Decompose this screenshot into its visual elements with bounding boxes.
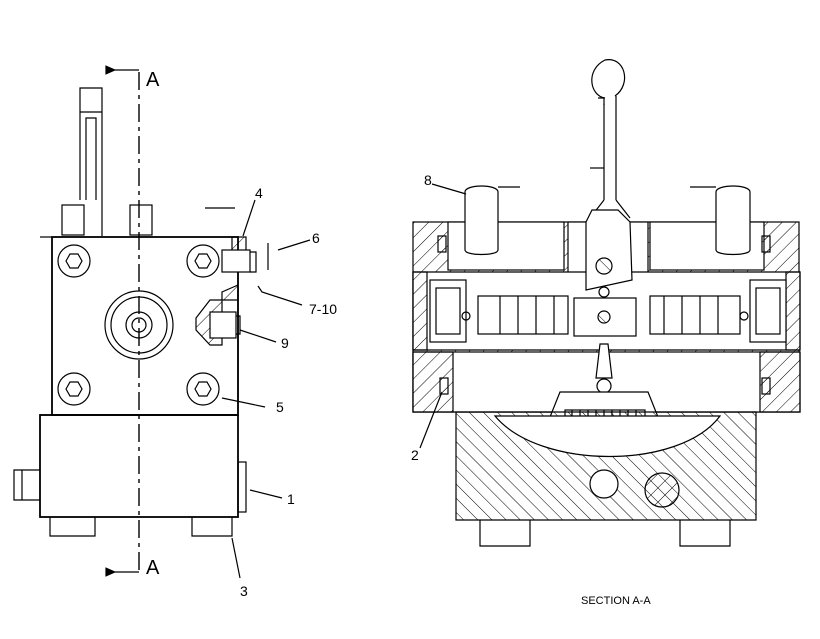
callout-label: 2 (411, 447, 419, 463)
bolt (57, 372, 91, 406)
callout-label: 3 (240, 583, 248, 599)
section-marker-top: A (146, 69, 160, 91)
section-marker-bottom: A (146, 557, 160, 579)
spool-assembly (429, 279, 787, 343)
section-lower-body (455, 411, 757, 547)
leader-lines-left (221, 199, 311, 579)
lever-pivot (585, 209, 633, 298)
lever-handle (61, 87, 235, 236)
section-caption: SECTION A-A (581, 595, 651, 607)
left-elevation-view: A A 4 6 7-10 9 5 1 3 (13, 65, 337, 599)
callout-label: 9 (281, 335, 289, 351)
callout-label: 5 (276, 399, 284, 415)
o-ring-seals (437, 235, 771, 395)
callout-label: 6 (312, 230, 320, 246)
leader-line (431, 183, 467, 195)
side-fittings (195, 236, 269, 415)
bolt (186, 372, 220, 406)
bolt-heads (57, 244, 220, 406)
callout-label: 1 (287, 491, 295, 507)
callout-label: 7-10 (309, 301, 337, 317)
callout-label: 8 (424, 172, 432, 188)
plunger-caps (464, 185, 751, 256)
leader-line (419, 391, 443, 449)
callout-label: 4 (255, 185, 263, 201)
bolt (57, 244, 91, 278)
section-line-a: A A (105, 65, 160, 579)
bolt (186, 244, 220, 278)
section-view: 8 2 SECTION A-A (411, 59, 801, 607)
valve-body-lower (13, 414, 247, 537)
lever-top (585, 59, 631, 223)
